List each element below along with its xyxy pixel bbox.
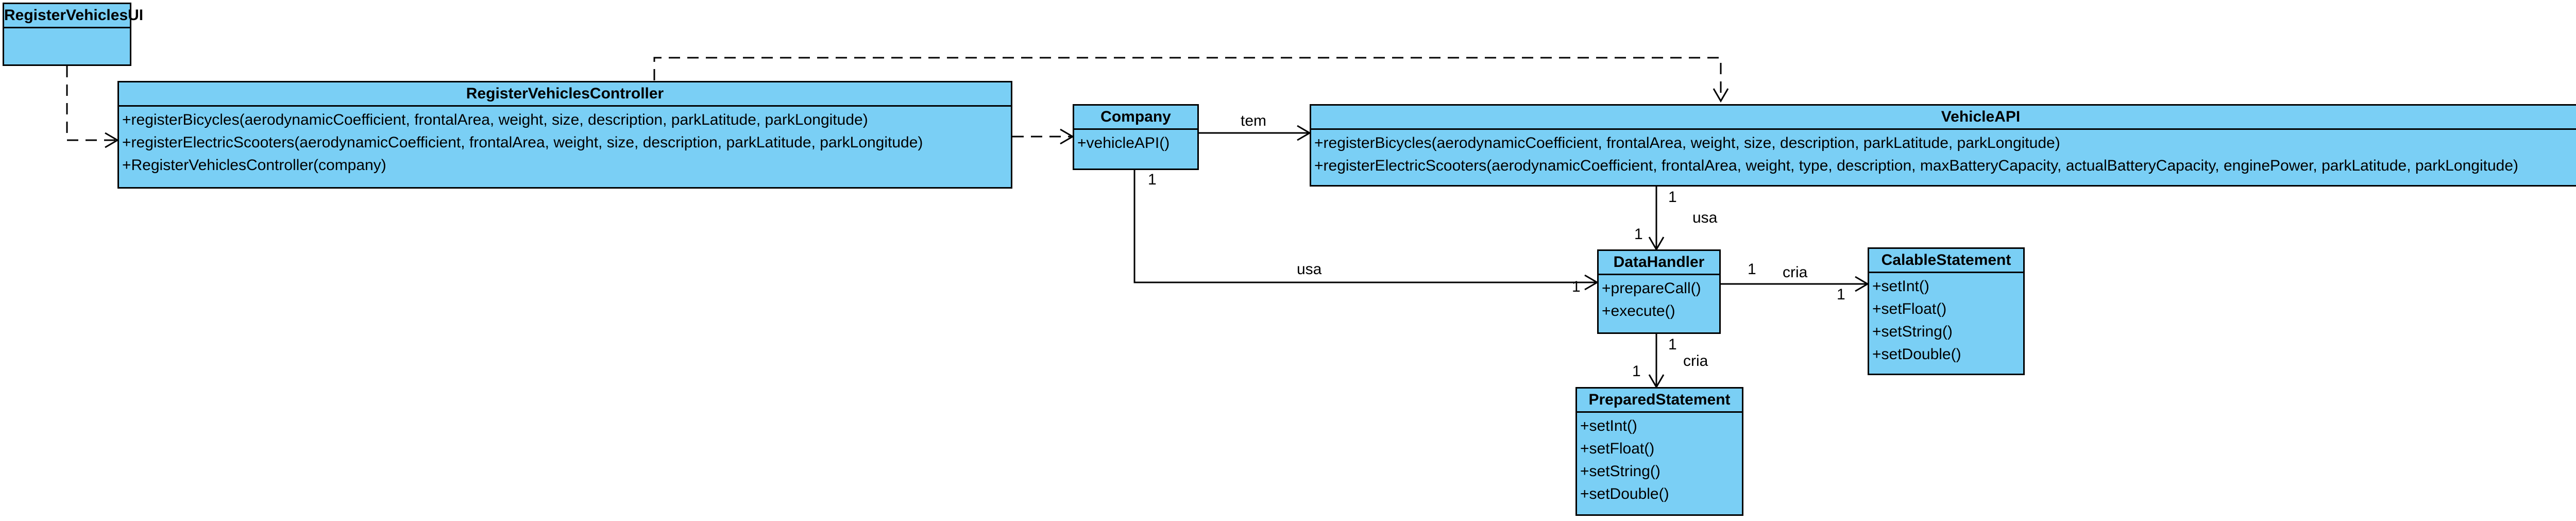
association-company-datahandler bbox=[1133, 170, 1597, 283]
multiplicity-label: 1 bbox=[1632, 363, 1641, 380]
method: +vehicleAPI() bbox=[1077, 135, 1170, 152]
class-methods: +registerBicycles(aerodynamicCoefficient… bbox=[1311, 128, 2576, 177]
class-data-handler[interactable]: DataHandler +prepareCall() +execute() bbox=[1597, 249, 1721, 334]
class-name: PreparedStatement bbox=[1588, 391, 1731, 408]
method: +setDouble() bbox=[1872, 346, 1961, 363]
class-vehicle-api[interactable]: VehicleAPI +registerBicycles(aerodynamic… bbox=[1310, 104, 2576, 187]
class-calable-statement[interactable]: CalableStatement +setInt() +setFloat() +… bbox=[1868, 247, 2025, 375]
relation-label-tem: tem bbox=[1241, 112, 1267, 129]
method: +setInt() bbox=[1872, 278, 1929, 295]
class-name: VehicleAPI bbox=[1941, 108, 2021, 125]
class-name: Company bbox=[1100, 108, 1171, 125]
multiplicity-label: 1 bbox=[1837, 286, 1845, 303]
dependency-controller-vehicleapi bbox=[653, 57, 1722, 101]
multiplicity-label: 1 bbox=[1634, 226, 1643, 243]
class-name: RegisterVehiclesUI bbox=[4, 7, 144, 24]
method: +registerBicycles(aerodynamicCoefficient… bbox=[122, 111, 868, 128]
multiplicity-label: 1 bbox=[1668, 189, 1677, 206]
class-register-vehicles-controller[interactable]: RegisterVehiclesController +registerBicy… bbox=[117, 81, 1012, 189]
class-methods: +registerBicycles(aerodynamicCoefficient… bbox=[119, 105, 1011, 177]
multiplicity-label: 1 bbox=[1148, 171, 1157, 188]
dependency-controller-vehicleapi-arrowhead bbox=[1713, 88, 1729, 103]
method: +RegisterVehiclesController(company) bbox=[122, 157, 386, 174]
method: +registerBicycles(aerodynamicCoefficient… bbox=[1314, 135, 2060, 152]
method: +prepareCall() bbox=[1602, 280, 1701, 297]
class-methods: +vehicleAPI() bbox=[1074, 128, 1197, 155]
method: +setDouble() bbox=[1580, 485, 1669, 502]
relation-label-cria: cria bbox=[1783, 264, 1808, 281]
method: +setFloat() bbox=[1872, 300, 1947, 317]
method: +setString() bbox=[1872, 323, 1953, 340]
class-name: RegisterVehiclesController bbox=[466, 85, 664, 102]
dependency-ui-controller bbox=[66, 66, 117, 141]
class-name: CalableStatement bbox=[1881, 251, 2011, 268]
class-prepared-statement[interactable]: PreparedStatement +setInt() +setFloat() … bbox=[1575, 387, 1743, 516]
relation-label-usa: usa bbox=[1692, 209, 1718, 226]
method: +execute() bbox=[1602, 302, 1675, 320]
class-methods: +setInt() +setFloat() +setString() +setD… bbox=[1869, 272, 2023, 366]
method: +setFloat() bbox=[1580, 440, 1655, 457]
relation-label-cria: cria bbox=[1683, 352, 1708, 369]
method: +setInt() bbox=[1580, 417, 1637, 434]
relation-label-usa: usa bbox=[1297, 261, 1322, 278]
multiplicity-label: 1 bbox=[1748, 261, 1756, 278]
method: +registerElectricScooters(aerodynamicCoe… bbox=[122, 134, 923, 151]
class-methods: +prepareCall() +execute() bbox=[1599, 274, 1719, 323]
method: +registerElectricScooters(aerodynamicCoe… bbox=[1314, 157, 2519, 174]
multiplicity-label: 1 bbox=[1668, 336, 1677, 353]
method: +setString() bbox=[1580, 463, 1660, 480]
class-company[interactable]: Company +vehicleAPI() bbox=[1073, 104, 1199, 170]
class-register-vehicles-ui[interactable]: RegisterVehiclesUI bbox=[3, 3, 144, 68]
multiplicity-label: 1 bbox=[1572, 278, 1581, 295]
class-methods: +setInt() +setFloat() +setString() +setD… bbox=[1577, 411, 1742, 506]
class-name: DataHandler bbox=[1613, 254, 1705, 271]
class-body bbox=[4, 27, 130, 68]
